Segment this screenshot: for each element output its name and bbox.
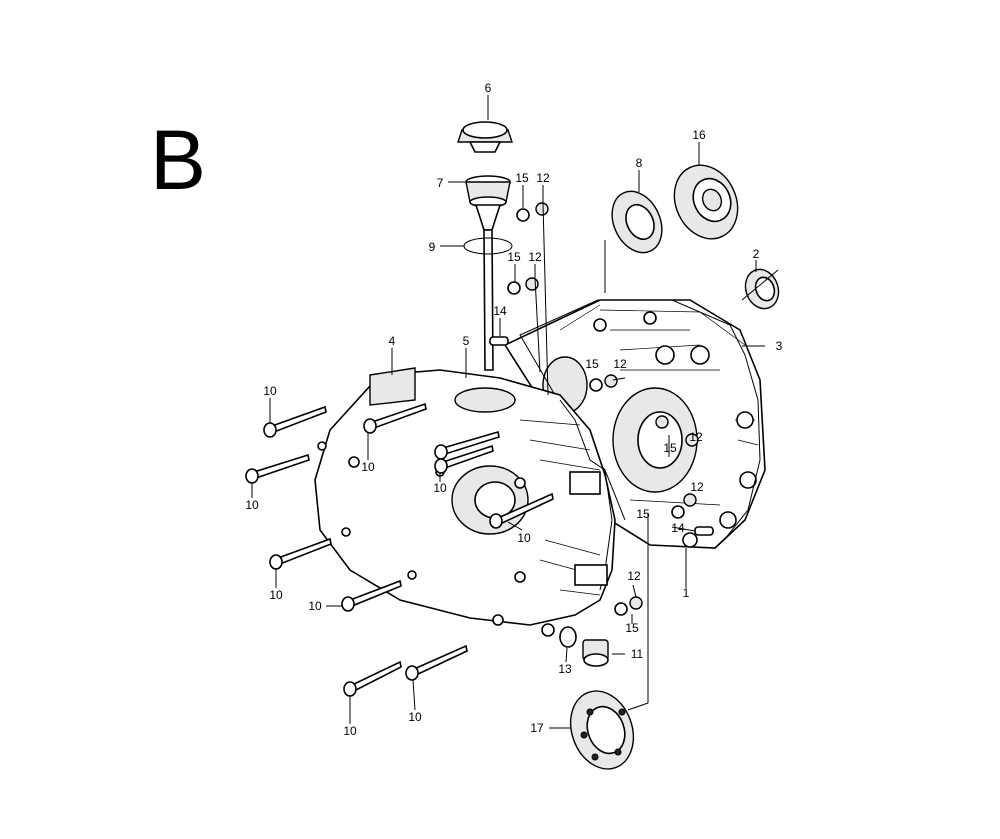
callout-9: 9: [429, 240, 436, 254]
callout-14: 14: [493, 304, 507, 318]
callout-15: 15: [636, 507, 650, 521]
callout-3: 3: [776, 339, 783, 353]
callout-6: 6: [485, 81, 492, 95]
callout-10: 10: [263, 384, 277, 398]
drain-washer: [559, 626, 577, 648]
callout-15: 15: [625, 621, 639, 635]
callout-12: 12: [627, 569, 641, 583]
callout-15: 15: [663, 441, 677, 455]
callout-15: 15: [507, 250, 521, 264]
oil-seal: [611, 190, 663, 254]
dowel-pins-and-bolts: [489, 202, 714, 616]
callout-10: 10: [361, 460, 375, 474]
callout-11: 11: [631, 647, 644, 661]
left-crankcase-half: [314, 367, 616, 637]
callout-4: 4: [389, 334, 396, 348]
callout-10: 10: [245, 498, 259, 512]
callout-14: 14: [671, 521, 685, 535]
callout-10: 10: [343, 724, 357, 738]
section-letter: B: [150, 113, 207, 207]
drain-plug: [582, 639, 609, 667]
leader-lines: [251, 95, 779, 729]
ball-bearing-lower: [569, 690, 635, 770]
callout-1: 1: [683, 586, 690, 600]
callout-labels: 1 2 3 4 5 6 7 8 9 10 10 10 10 10 10 10 1…: [245, 81, 782, 738]
callout-13: 13: [558, 662, 572, 676]
callout-17: 17: [530, 721, 544, 735]
callout-10: 10: [433, 481, 447, 495]
callout-12: 12: [613, 357, 627, 371]
callout-10: 10: [517, 531, 531, 545]
callout-12: 12: [689, 430, 703, 444]
callout-16: 16: [692, 128, 706, 142]
callout-2: 2: [753, 247, 760, 261]
ball-bearing-upper: [673, 164, 739, 240]
callout-10: 10: [408, 710, 422, 724]
callout-12: 12: [536, 171, 550, 185]
callout-10: 10: [269, 588, 283, 602]
callout-8: 8: [636, 156, 643, 170]
callout-15: 15: [585, 357, 599, 371]
oil-dipstick: [465, 175, 511, 371]
callout-12: 12: [690, 480, 704, 494]
callout-15: 15: [515, 171, 529, 185]
callout-7: 7: [437, 176, 444, 190]
oil-filler-cap: [457, 121, 513, 153]
callout-5: 5: [463, 334, 470, 348]
callout-10: 10: [308, 599, 322, 613]
shaft-seal: [744, 268, 780, 310]
crankcase-bolts: [245, 402, 554, 697]
callout-12: 12: [528, 250, 542, 264]
